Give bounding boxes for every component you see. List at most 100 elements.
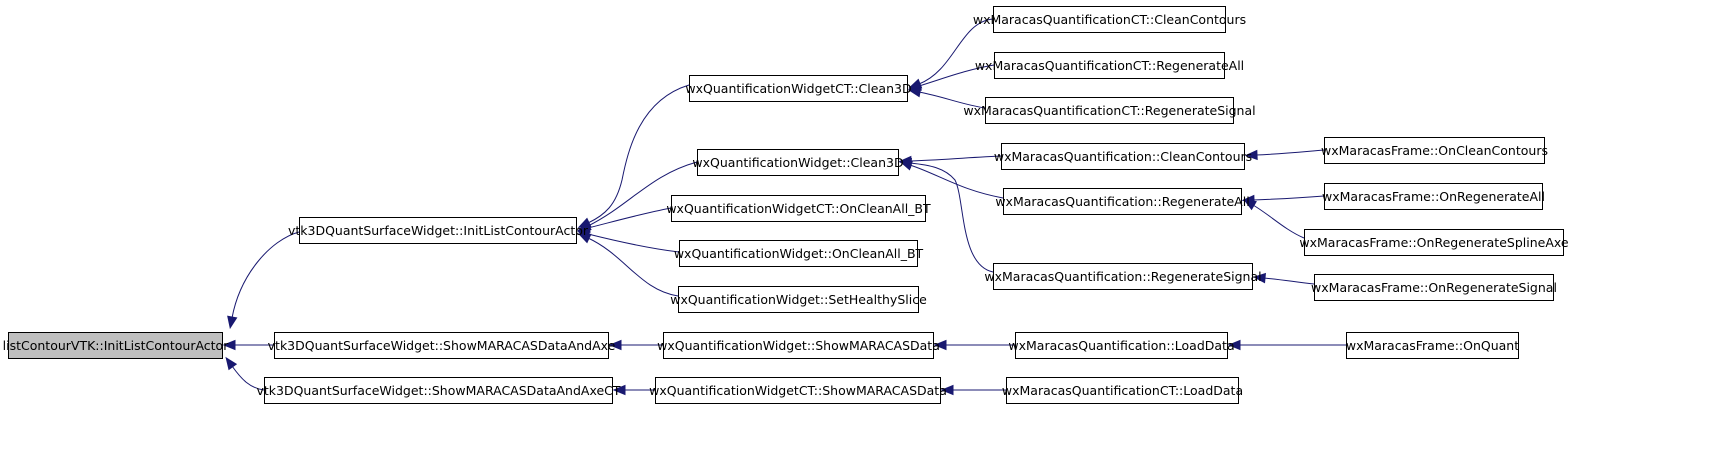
- node-label: wxQuantificationWidget::ShowMARACASData: [657, 338, 940, 353]
- node-box: [274, 332, 609, 359]
- node-f-onregensignal[interactable]: wxMaracasFrame::OnRegenerateSignal: [1311, 274, 1557, 301]
- node-label: wxQuantificationWidgetCT::ShowMARACASDat…: [649, 383, 947, 398]
- node-box: [1001, 143, 1245, 170]
- node-label: wxMaracasQuantification::RegenerateSigna…: [984, 269, 1261, 284]
- edge-line: [918, 91, 986, 109]
- node-label: listContourVTK::InitListContourActor: [3, 338, 230, 353]
- edge-line: [909, 162, 994, 273]
- node-qct-clean3d[interactable]: wxQuantificationWidgetCT::Clean3D: [685, 75, 912, 102]
- edge-f_onquant-to-mq_loaddata: [1227, 339, 1346, 351]
- node-qct-showdata[interactable]: wxQuantificationWidgetCT::ShowMARACASDat…: [649, 377, 947, 404]
- edge-f_oncleancontours-to-mq_cleancontours: [1244, 149, 1325, 161]
- arrowhead-icon: [907, 87, 922, 98]
- edge-line: [587, 161, 698, 227]
- edge-mqct_regensignal-to-qct_clean3d: [907, 87, 986, 109]
- node-label: wxQuantificationWidgetCT::Clean3D: [685, 81, 911, 96]
- node-mq-regensignal[interactable]: wxMaracasQuantification::RegenerateSigna…: [984, 263, 1262, 290]
- node-label: wxQuantificationWidget::SetHealthySlice: [670, 292, 927, 307]
- edge-line: [1252, 204, 1305, 239]
- node-label: wxQuantificationWidgetCT::OnCleanAll_BT: [666, 201, 931, 216]
- edge-v_init-to-root: [227, 231, 300, 330]
- node-box: [299, 217, 577, 244]
- edge-mq_regensignal-to-q_clean3d: [898, 157, 994, 273]
- node-v-show[interactable]: vtk3DQuantSurfaceWidget::ShowMARACASData…: [268, 332, 616, 359]
- node-root[interactable]: listContourVTK::InitListContourActor: [3, 332, 230, 359]
- node-label: wxMaracasFrame::OnRegenerateSignal: [1311, 280, 1557, 295]
- node-f-onregenall[interactable]: wxMaracasFrame::OnRegenerateAll: [1322, 183, 1545, 210]
- arrowhead-icon: [1227, 339, 1241, 351]
- arrowhead-icon: [1244, 149, 1258, 161]
- edge-v_show-to-root: [222, 339, 274, 351]
- node-v-showct[interactable]: vtk3DQuantSurfaceWidget::ShowMARACASData…: [256, 377, 621, 404]
- edge-line: [909, 164, 1004, 199]
- node-mqct-regensignal[interactable]: wxMaracasQuantificationCT::RegenerateSig…: [963, 97, 1256, 124]
- edge-q_showdata-to-v_show: [608, 339, 663, 351]
- node-q-clean3d[interactable]: wxQuantificationWidget::Clean3D: [692, 149, 904, 176]
- arrowhead-icon: [1252, 272, 1266, 284]
- edge-mqct_loaddata-to-qct_showdata: [940, 384, 1006, 396]
- arrowhead-icon: [577, 233, 592, 244]
- node-box: [1003, 188, 1242, 215]
- node-box: [679, 240, 918, 267]
- edge-line: [231, 231, 300, 319]
- node-mq-regenall[interactable]: wxMaracasQuantification::RegenerateAll: [995, 188, 1250, 215]
- node-qct-oncleanall[interactable]: wxQuantificationWidgetCT::OnCleanAll_BT: [666, 195, 931, 222]
- node-box: [985, 97, 1234, 124]
- arrowhead-icon: [933, 339, 947, 351]
- node-q-showdata[interactable]: wxQuantificationWidget::ShowMARACASData: [657, 332, 940, 359]
- node-box: [8, 332, 223, 359]
- node-mqct-regenall[interactable]: wxMaracasQuantificationCT::RegenerateAll: [975, 52, 1244, 79]
- node-box: [264, 377, 613, 404]
- node-label: vtk3DQuantSurfaceWidget::ShowMARACASData…: [268, 338, 616, 353]
- edge-line: [1255, 149, 1325, 156]
- node-box: [671, 195, 926, 222]
- node-box: [1314, 274, 1554, 301]
- node-label: wxMaracasQuantification::CleanContours: [994, 149, 1252, 164]
- edge-line: [1252, 195, 1325, 201]
- edge-line: [587, 233, 680, 253]
- edge-mqct_cleancontours-to-qct_clean3d: [908, 18, 994, 89]
- node-label: wxMaracasQuantificationCT::LoadData: [1002, 383, 1243, 398]
- node-box: [1304, 229, 1564, 256]
- node-box: [655, 377, 941, 404]
- arrowhead-icon: [940, 384, 954, 396]
- node-label: wxMaracasFrame::OnRegenerateSplineAxe: [1299, 235, 1568, 250]
- node-box: [1346, 332, 1519, 359]
- node-f-onregenspline[interactable]: wxMaracasFrame::OnRegenerateSplineAxe: [1299, 229, 1569, 256]
- edge-q_sethealthy-to-v_init: [577, 233, 679, 297]
- node-mqct-cleancontours[interactable]: wxMaracasQuantificationCT::CleanContours: [973, 6, 1246, 33]
- node-label: wxQuantificationWidget::Clean3D: [692, 155, 903, 170]
- edge-qct_oncleanall-to-v_init: [577, 207, 672, 233]
- node-mqct-loaddata[interactable]: wxMaracasQuantificationCT::LoadData: [1002, 377, 1243, 404]
- node-mq-loaddata[interactable]: wxMaracasQuantification::LoadData: [1008, 332, 1235, 359]
- node-box: [697, 149, 899, 176]
- node-box: [1324, 183, 1543, 210]
- arrowhead-icon: [612, 384, 626, 396]
- edge-line: [1263, 277, 1315, 285]
- arrowhead-icon: [222, 339, 236, 351]
- node-box: [1006, 377, 1239, 404]
- edge-line: [587, 237, 679, 297]
- node-box: [993, 263, 1253, 290]
- node-v-init[interactable]: vtk3DQuantSurfaceWidget::InitListContour…: [288, 217, 589, 244]
- edge-line: [918, 18, 994, 85]
- node-label: wxMaracasQuantification::RegenerateAll: [995, 194, 1249, 209]
- node-box: [663, 332, 934, 359]
- edge-f_onregenspline-to-mq_regenall: [1243, 199, 1305, 239]
- node-label: wxMaracasQuantificationCT::CleanContours: [973, 12, 1246, 27]
- node-box: [1015, 332, 1228, 359]
- node-label: wxMaracasFrame::OnRegenerateAll: [1322, 189, 1545, 204]
- node-f-onquant[interactable]: wxMaracasFrame::OnQuant: [1346, 332, 1519, 359]
- arrowhead-icon: [1243, 199, 1257, 211]
- node-label: wxMaracasQuantification::LoadData: [1008, 338, 1234, 353]
- node-label: wxMaracasFrame::OnCleanContours: [1321, 143, 1548, 158]
- node-mq-cleancontours[interactable]: wxMaracasQuantification::CleanContours: [994, 143, 1252, 170]
- edge-line: [587, 84, 690, 224]
- edge-f_onregensignal-to-mq_regensignal: [1252, 272, 1315, 285]
- node-q-sethealthy[interactable]: wxQuantificationWidget::SetHealthySlice: [670, 286, 927, 313]
- node-q-oncleanall[interactable]: wxQuantificationWidget::OnCleanAll_BT: [674, 240, 924, 267]
- node-box: [994, 52, 1225, 79]
- node-f-oncleancontours[interactable]: wxMaracasFrame::OnCleanContours: [1321, 137, 1548, 164]
- node-label: wxMaracasQuantificationCT::RegenerateSig…: [963, 103, 1255, 118]
